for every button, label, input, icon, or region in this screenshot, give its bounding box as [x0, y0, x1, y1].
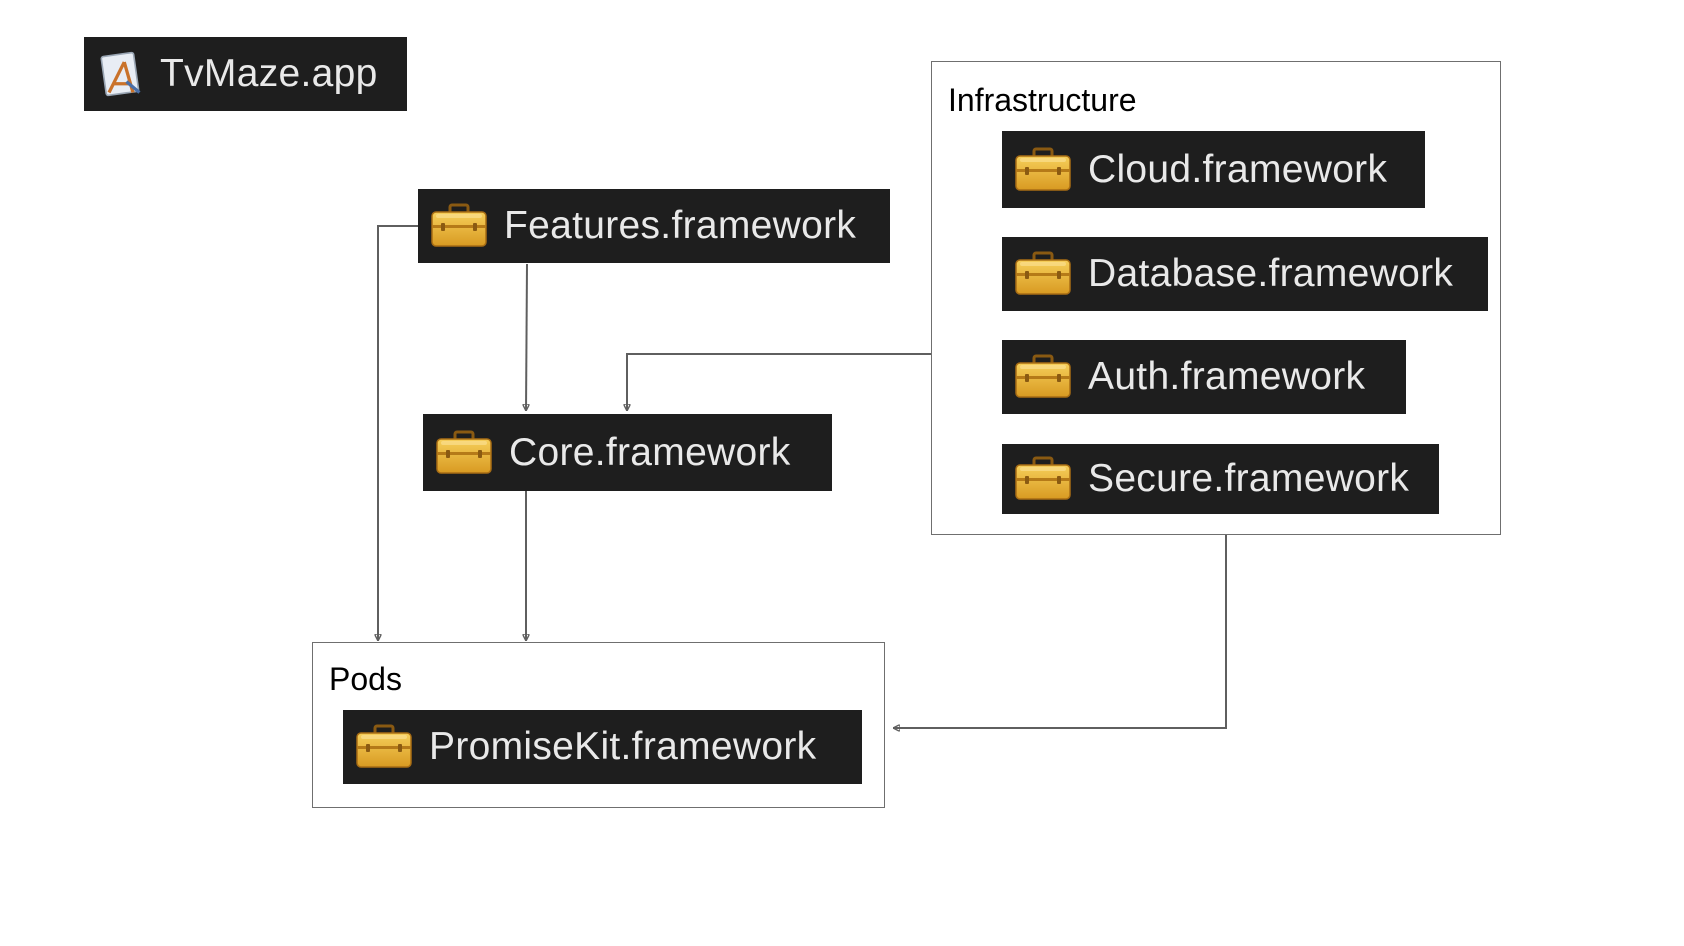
edge-features-to-core — [526, 263, 527, 411]
toolbox-icon — [1014, 456, 1072, 502]
core-framework-node[interactable]: Core.framework — [423, 414, 832, 491]
toolbox-icon — [1014, 251, 1072, 297]
toolbox-icon — [355, 724, 413, 770]
toolbox-icon — [1014, 147, 1072, 193]
edge-infrastructure-to-core — [627, 353, 931, 411]
xcode-app-icon — [96, 49, 146, 99]
database-framework-label: Database.framework — [1088, 252, 1454, 295]
toolbox-icon — [435, 430, 493, 476]
promisekit-framework-node[interactable]: PromiseKit.framework — [343, 710, 862, 784]
secure-framework-node[interactable]: Secure.framework — [1002, 444, 1439, 514]
tvmaze-app-node[interactable]: TvMaze.app — [84, 37, 407, 111]
toolbox-icon — [1014, 354, 1072, 400]
pods-group-title: Pods — [329, 661, 402, 697]
features-framework-label: Features.framework — [504, 204, 857, 247]
features-framework-node[interactable]: Features.framework — [418, 189, 890, 263]
database-framework-node[interactable]: Database.framework — [1002, 237, 1488, 311]
infrastructure-group-title: Infrastructure — [948, 82, 1137, 118]
core-framework-label: Core.framework — [509, 430, 791, 474]
toolbox-icon — [430, 203, 488, 249]
auth-framework-node[interactable]: Auth.framework — [1002, 340, 1406, 414]
cloud-framework-node[interactable]: Cloud.framework — [1002, 131, 1425, 208]
app-label: TvMaze.app — [160, 52, 378, 95]
auth-framework-label: Auth.framework — [1088, 355, 1366, 398]
cloud-framework-label: Cloud.framework — [1088, 147, 1388, 191]
secure-framework-label: Secure.framework — [1088, 457, 1410, 500]
promisekit-framework-label: PromiseKit.framework — [429, 725, 817, 768]
edge-infrastructure-to-pods — [893, 535, 1227, 728]
edge-features-to-pods — [378, 225, 418, 641]
